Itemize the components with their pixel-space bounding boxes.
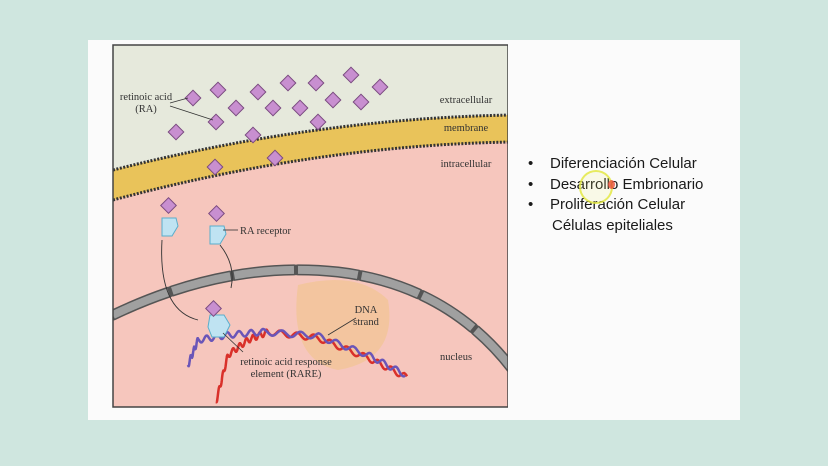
retinoic-acid-molecule	[249, 83, 267, 101]
label-strand: strand	[353, 317, 379, 328]
sub-item: Células epiteliales	[552, 216, 673, 234]
label-extracellular: extracellular	[440, 95, 493, 106]
retinoic-acid-molecule	[266, 149, 284, 167]
cell-membrane	[113, 115, 508, 200]
pointer-dot	[608, 180, 615, 189]
bullet-text: Diferenciación Celular	[550, 155, 697, 172]
retinoic-acid-molecule	[244, 126, 262, 144]
retinoic-acid-molecule	[291, 99, 309, 117]
label-intracellular: intracellular	[441, 159, 492, 170]
retinoic-acid-molecule	[324, 91, 342, 109]
bullet-item: • Diferenciación Celular	[528, 154, 703, 175]
retinoic-acid-molecule	[184, 89, 202, 107]
retinoic-acid-molecule	[342, 66, 360, 84]
retinoic-acid-molecule	[264, 99, 282, 117]
retinoic-acid-molecule	[209, 81, 227, 99]
arrow	[219, 244, 233, 289]
label-ra-receptor: RA receptor	[240, 226, 292, 237]
nuclear-envelope	[113, 265, 508, 371]
bullet-marker: •	[528, 155, 534, 172]
label-dna: DNA	[355, 305, 378, 316]
retinoic-acid-molecule	[352, 93, 370, 111]
retinoic-acid-molecule	[279, 74, 297, 92]
retinoic-acid-molecule	[227, 99, 245, 117]
label-ra-abbr: (RA)	[135, 104, 157, 115]
retinoic-acid-molecules	[167, 66, 389, 176]
bullet-marker: •	[528, 175, 534, 193]
dna-strand-blue	[186, 327, 406, 378]
slide: retinoic acid (RA) extracellular membran…	[88, 40, 740, 420]
retinoic-acid-signaling-diagram: retinoic acid (RA) extracellular membran…	[112, 44, 508, 408]
arrow	[161, 239, 199, 321]
bullet-item: • Proliferación Celular	[528, 195, 703, 216]
retinoic-acid-molecule	[167, 123, 185, 141]
bullet-item: • Desarrollo Embrionario	[528, 175, 703, 196]
bound-ra-receptor	[205, 300, 231, 338]
retinoic-acid-molecule	[207, 113, 225, 131]
label-membrane: membrane	[444, 123, 489, 134]
label-retinoic-acid: retinoic acid	[120, 92, 173, 103]
retinoic-acid-molecule	[371, 78, 389, 96]
ra-receptor-1	[160, 197, 179, 237]
ra-receptor-2	[208, 205, 238, 245]
extracellular-space	[113, 45, 508, 170]
diagram-frame	[112, 44, 508, 408]
label-rare-2: element (RARE)	[251, 369, 322, 380]
bullet-list: • Diferenciación Celular • Desarrollo Embr…	[528, 154, 703, 236]
retinoic-acid-molecule	[307, 74, 325, 92]
label-rare-1: retinoic acid response	[240, 357, 332, 368]
bullet-text: Proliferación Celular	[550, 196, 686, 213]
retinoic-acid-molecule	[206, 158, 224, 176]
bullet-marker: •	[528, 196, 534, 213]
bullet-text: Desarrollo Embrionario	[550, 175, 704, 193]
nucleolus	[296, 280, 390, 370]
label-nucleus: nucleus	[440, 352, 472, 363]
retinoic-acid-molecule	[309, 113, 327, 131]
